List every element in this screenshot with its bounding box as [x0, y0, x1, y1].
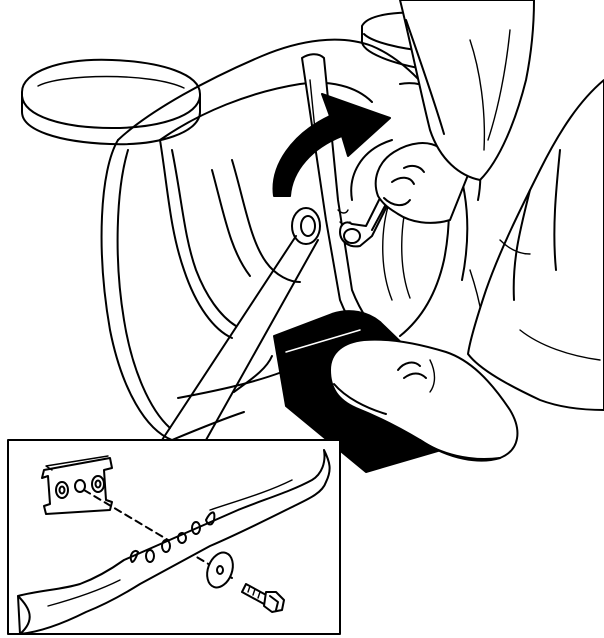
detail-inset [8, 440, 340, 634]
socket-wrench [340, 198, 388, 246]
blade-adapter-plate [42, 456, 112, 514]
blade-hub [292, 208, 320, 244]
